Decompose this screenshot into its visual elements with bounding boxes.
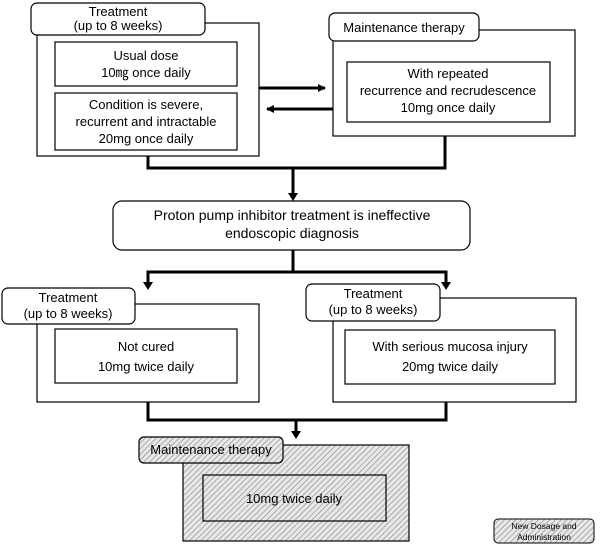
severe-line1: Condition is severe, — [89, 97, 203, 112]
connector-split — [146, 270, 448, 283]
mid-left-header-line2: (up to 8 weeks) — [24, 306, 113, 321]
top-left-header-line2: (up to 8 weeks) — [74, 18, 163, 33]
legend-line1: New Dosage and — [511, 521, 576, 531]
bottom-maintenance-header — [138, 436, 284, 464]
top-left-treatment-header — [30, 2, 206, 36]
not-cured-line1: Not cured — [118, 339, 174, 354]
mid-left-header-line1: Treatment — [39, 290, 98, 305]
top-right-maintenance-header — [328, 12, 480, 42]
usual-dose-line1: Usual dose — [113, 48, 178, 63]
right-split-arrowhead — [441, 282, 451, 290]
not-cured-line2: 10mg twice daily — [98, 359, 195, 374]
severe-line3: 20mg once daily — [99, 131, 194, 146]
not-cured-box — [54, 328, 238, 384]
left-split-arrowhead — [143, 282, 153, 290]
mid-left-treatment-header — [1, 287, 136, 325]
bottom-arrowhead — [291, 431, 301, 439]
serious-mucosa-box — [344, 329, 556, 385]
repeated-line1: With repeated — [408, 66, 489, 81]
ppi-line2: endoscopic diagnosis — [225, 225, 359, 241]
repeated-recurrence-box — [346, 61, 551, 123]
severe-line2: recurrent and intractable — [76, 114, 217, 129]
severe-condition-box — [54, 92, 238, 151]
mid-right-treatment-header — [305, 283, 441, 322]
serious-mucosa-line1: With serious mucosa injury — [372, 339, 528, 354]
top-right-header-text: Maintenance therapy — [343, 20, 465, 35]
ten-mg-twice-text: 10mg twice daily — [246, 491, 343, 506]
ten-mg-twice-box — [202, 474, 387, 522]
repeated-line3: 10mg once daily — [401, 100, 496, 115]
mid-right-header-line2: (up to 8 weeks) — [329, 302, 418, 317]
usual-dose-line2: 10㎎ once daily — [101, 65, 191, 81]
connector-left-to-ppi — [146, 156, 295, 195]
serious-mucosa-line2: 20mg twice daily — [402, 359, 499, 374]
connector-merge — [146, 402, 448, 422]
legend-line2: Administration — [517, 532, 571, 542]
ppi-line1: Proton pump inhibitor treatment is ineff… — [154, 207, 431, 223]
ppi-arrowhead — [288, 193, 298, 201]
mid-right-header-line1: Treatment — [344, 286, 403, 301]
connector-right-to-ppi — [293, 136, 447, 170]
repeated-line2: recurrence and recrudescence — [360, 83, 536, 98]
bottom-header-text: Maintenance therapy — [150, 442, 272, 457]
top-left-header-line1: Treatment — [89, 4, 148, 19]
legend-swatch — [493, 518, 595, 544]
usual-dose-box — [54, 41, 238, 87]
